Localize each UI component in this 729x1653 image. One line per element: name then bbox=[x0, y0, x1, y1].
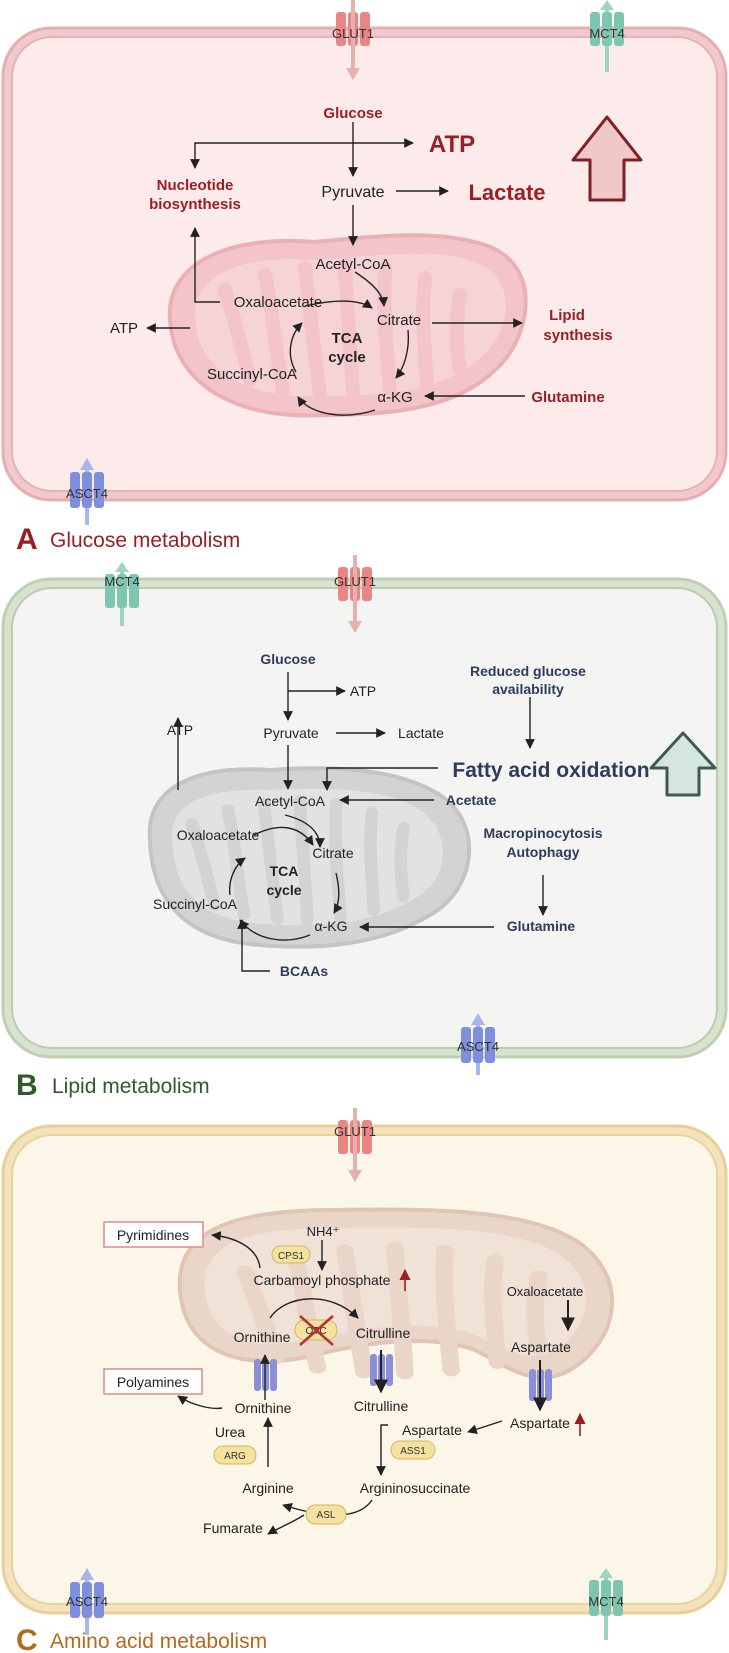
asct4-label-b: ASCT4 bbox=[457, 1039, 499, 1054]
lactate-a: Lactate bbox=[468, 180, 545, 205]
oxaloacetate-a: Oxaloacetate bbox=[234, 294, 322, 311]
urea-c: Urea bbox=[215, 1424, 246, 1440]
arginine-c: Arginine bbox=[242, 1480, 294, 1496]
mct4-label-c: MCT4 bbox=[588, 1594, 623, 1609]
nucleotide-line2-a: biosynthesis bbox=[149, 196, 241, 213]
panel-c: GLUT1 ASCT4 MCT4 bbox=[1, 1108, 728, 1653]
polyamines-c: Polyamines bbox=[117, 1374, 189, 1390]
argininosuccinate-c: Argininosuccinate bbox=[360, 1480, 471, 1496]
mct4-transporter-a: MCT4 bbox=[589, 0, 625, 72]
fao-b: Fatty acid oxidation bbox=[452, 759, 649, 782]
oxaloacetate-b: Oxaloacetate bbox=[177, 827, 260, 843]
pyrimidines-box bbox=[103, 1221, 204, 1248]
oxaloacetate-c: Oxaloacetate bbox=[507, 1284, 584, 1299]
citrulline-mito-c: Citrulline bbox=[356, 1325, 411, 1341]
arg-c: ARG bbox=[224, 1451, 246, 1462]
asct4-transporter-a: ASCT4 bbox=[66, 458, 108, 525]
glut1-label-c: GLUT1 bbox=[334, 1124, 376, 1139]
citrate-b: Citrate bbox=[312, 845, 353, 861]
aspartate-carrier bbox=[529, 1369, 552, 1401]
acetyl-coa-b: Acetyl-CoA bbox=[255, 793, 326, 809]
pyruvate-a: Pyruvate bbox=[321, 184, 384, 201]
macro-line2-b: Autophagy bbox=[506, 844, 579, 860]
pyrimidines-c: Pyrimidines bbox=[117, 1227, 189, 1243]
ass1-pill bbox=[390, 1440, 436, 1460]
atp-right-b: ATP bbox=[350, 683, 376, 699]
asct4-label-a: ASCT4 bbox=[66, 486, 108, 501]
asct4-transporter-c: ASCT4 bbox=[66, 1568, 108, 1635]
nh4-c: NH4⁺ bbox=[307, 1224, 340, 1239]
panel-letter-c: C bbox=[16, 1624, 38, 1653]
citrulline-cyto-c: Citrulline bbox=[354, 1398, 409, 1414]
ass1-c: ASS1 bbox=[400, 1446, 426, 1457]
glut1-transporter-c: GLUT1 bbox=[334, 1108, 376, 1182]
upregulation-arrow-a bbox=[571, 115, 643, 202]
atp-left-b: ATP bbox=[167, 722, 193, 738]
aspartate-cyto-left-c: Aspartate bbox=[402, 1422, 462, 1438]
fumarate-c: Fumarate bbox=[203, 1520, 263, 1536]
polyamines-box bbox=[103, 1368, 203, 1395]
panel-title-c: Amino acid metabolism bbox=[50, 1630, 267, 1653]
glucose-b: Glucose bbox=[260, 651, 315, 667]
atp-big-a: ATP bbox=[429, 131, 475, 158]
arg-pill bbox=[213, 1445, 257, 1465]
panel-letter-b: B bbox=[16, 1069, 38, 1102]
pyruvate-b: Pyruvate bbox=[263, 725, 318, 741]
glut1-transporter-b: GLUT1 bbox=[334, 555, 376, 633]
acetate-b: Acetate bbox=[446, 792, 497, 808]
tca-line1-a: TCA bbox=[332, 330, 363, 347]
succinyl-coa-b: Succinyl-CoA bbox=[153, 896, 238, 912]
mct4-transporter-c: MCT4 bbox=[588, 1568, 624, 1640]
panel-letter-a: A bbox=[16, 523, 38, 556]
mitochondrion-b bbox=[147, 766, 472, 949]
atp-small-a: ATP bbox=[110, 320, 138, 337]
aspartate-mito-c: Aspartate bbox=[511, 1339, 571, 1355]
glucose-a: Glucose bbox=[323, 105, 382, 122]
mitochondrion-a bbox=[167, 233, 528, 418]
otc-inhibition-cross-icon bbox=[299, 1315, 334, 1346]
lactate-b: Lactate bbox=[398, 725, 444, 741]
tca-line2-b: cycle bbox=[266, 882, 301, 898]
aspartate-cyto-right-c: Aspartate bbox=[510, 1415, 570, 1431]
up-arrow-b bbox=[649, 731, 717, 797]
succinyl-coa-a: Succinyl-CoA bbox=[207, 366, 297, 383]
carbamoyl-c: Carbamoyl phosphate bbox=[254, 1272, 391, 1288]
asct4-transporter-b: ASCT4 bbox=[457, 1013, 499, 1075]
ornithine-cyto-c: Ornithine bbox=[235, 1400, 292, 1416]
reduced-line2-b: availability bbox=[492, 681, 564, 697]
panel-b: MCT4 GLUT1 ASCT4 bbox=[1, 555, 728, 1102]
akg-a: α-KG bbox=[377, 389, 412, 406]
reduced-line1-b: Reduced glucose bbox=[470, 663, 586, 679]
mct4-label-a: MCT4 bbox=[589, 26, 624, 41]
asl-pill bbox=[305, 1504, 347, 1525]
glut1-label-b: GLUT1 bbox=[334, 574, 376, 589]
citrate-a: Citrate bbox=[377, 312, 421, 329]
asct4-label-c: ASCT4 bbox=[66, 1594, 108, 1609]
lipid-line1-a: Lipid bbox=[549, 307, 585, 324]
akg-b: α-KG bbox=[315, 918, 348, 934]
panel-a: GLUT1 MCT4 ASCT4 bbox=[1, 0, 728, 556]
lipid-line2-a: synthesis bbox=[543, 327, 612, 344]
cps1-c: CPS1 bbox=[278, 1251, 305, 1262]
macro-line1-b: Macropinocytosis bbox=[483, 825, 602, 841]
nucleotide-line1-a: Nucleotide bbox=[157, 177, 234, 194]
acetyl-coa-a: Acetyl-CoA bbox=[315, 256, 390, 273]
glut1-transporter-a: GLUT1 bbox=[332, 0, 374, 80]
panel-title-a: Glucose metabolism bbox=[50, 529, 240, 552]
panel-title-b: Lipid metabolism bbox=[52, 1075, 210, 1098]
glut1-label-a: GLUT1 bbox=[332, 26, 374, 41]
asl-c: ASL bbox=[317, 1510, 336, 1521]
glutamine-b: Glutamine bbox=[507, 918, 576, 934]
tca-line2-a: cycle bbox=[328, 349, 366, 366]
cps1-pill bbox=[271, 1245, 311, 1264]
mct4-label-b: MCT4 bbox=[104, 574, 139, 589]
mct4-transporter-b: MCT4 bbox=[104, 562, 140, 626]
ornithine-mito-c: Ornithine bbox=[234, 1329, 291, 1345]
bcaas-b: BCAAs bbox=[280, 963, 328, 979]
glutamine-a: Glutamine bbox=[531, 389, 604, 406]
tca-line1-b: TCA bbox=[270, 863, 299, 879]
